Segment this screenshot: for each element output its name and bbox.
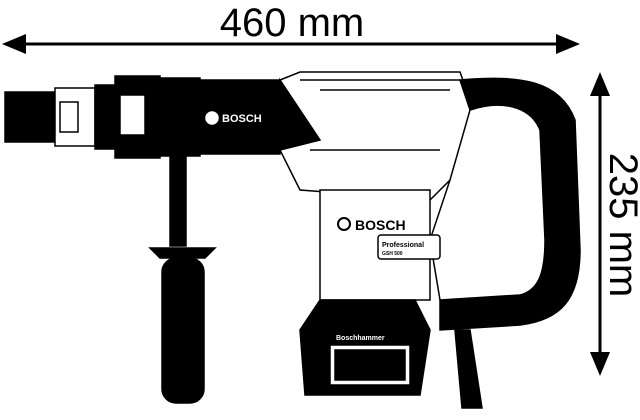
model-label: GSH 500 bbox=[382, 251, 403, 257]
power-cord bbox=[454, 329, 483, 409]
series-label: Professional bbox=[382, 242, 424, 249]
hammer-drawing bbox=[4, 71, 581, 409]
side-handle-rod bbox=[169, 155, 187, 247]
model-plate bbox=[377, 234, 441, 260]
width-label: 460 mm bbox=[220, 1, 365, 45]
body-brand-label: BOSCH bbox=[355, 217, 406, 233]
chuck-tip bbox=[4, 91, 56, 143]
chuck-brand-label: BOSCH bbox=[222, 113, 262, 125]
motor-label: Boschhammer bbox=[336, 335, 385, 342]
side-handle-grip bbox=[161, 257, 205, 404]
height-label: 235 mm bbox=[601, 153, 640, 298]
bosch-logo-icon bbox=[337, 217, 351, 231]
width-dimension: 460 mm bbox=[2, 1, 580, 54]
height-dimension: 235 mm bbox=[590, 72, 640, 376]
